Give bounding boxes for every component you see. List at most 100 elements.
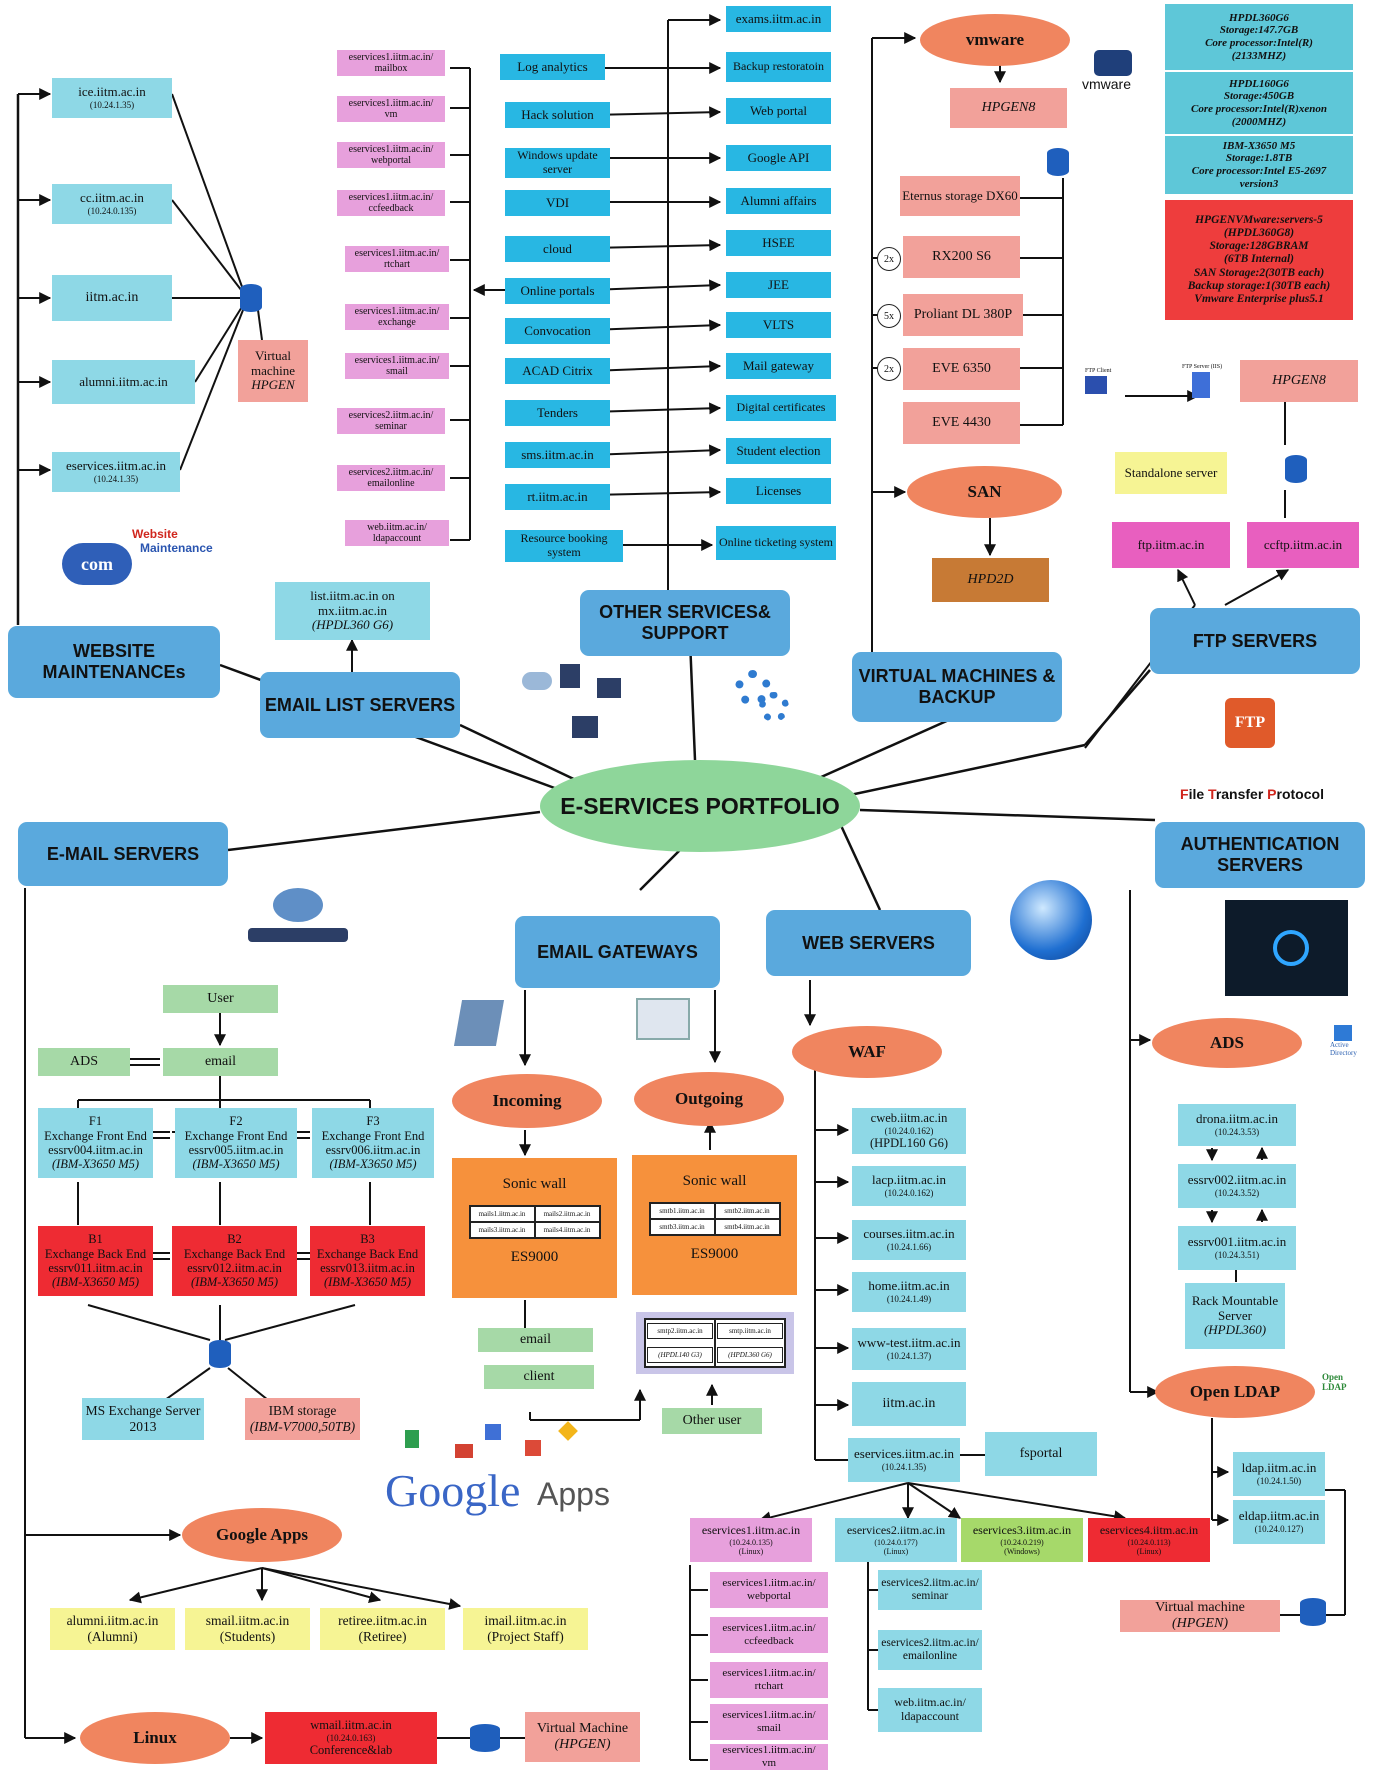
storage-eve4430: EVE 4430: [903, 402, 1020, 444]
category-other-services[interactable]: OTHER SERVICES& SUPPORT: [580, 590, 790, 656]
auth-essrv001: essrv001.iitm.ac.in(10.24.3.51): [1178, 1226, 1296, 1270]
count-badge-rx200: 2x: [877, 247, 901, 271]
globe-icon: com: [62, 543, 132, 585]
pink-service-5: eservices1.iitm.ac.in/rtchart: [345, 246, 449, 272]
vm-storage-icon: [1047, 148, 1069, 176]
pink-service-9: eservices2.iitm.ac.in/emailonline: [337, 465, 445, 491]
vm-hpgen8: HPGEN8: [950, 88, 1067, 128]
san-node: SAN: [907, 466, 1062, 518]
website-maintenance-logo: com Website Maintenance: [62, 525, 222, 597]
gears-icon: [725, 662, 795, 734]
logo-text-website: Website: [132, 527, 178, 541]
ftp-hpgen8: HPGEN8: [1240, 360, 1358, 402]
web-fsportal: fsportal: [985, 1432, 1097, 1476]
auth-eldap: eldap.iitm.ac.in(10.24.0.127): [1233, 1500, 1325, 1544]
gateway-other-user: Other user: [662, 1408, 762, 1434]
category-web-servers[interactable]: WEB SERVERS: [766, 910, 971, 976]
network-globe-icon: [248, 888, 348, 946]
ibm-storage: IBM storage(IBM-V7000,50TB): [245, 1398, 360, 1440]
outgoing-node: Outgoing: [634, 1072, 784, 1126]
category-vm-backup[interactable]: VIRTUAL MACHINES & BACKUP: [852, 652, 1062, 722]
exchange-email: email: [163, 1048, 278, 1076]
google-logo-text: Google: [385, 1465, 521, 1516]
category-authentication-servers[interactable]: AUTHENTICATION SERVERS: [1155, 822, 1365, 888]
eservices3-node: eservices3.iitm.ac.in(10.24.0.219)(Windo…: [961, 1518, 1083, 1562]
ftp-standalone-server: Standalone server: [1115, 452, 1227, 494]
count-badge-eve6350: 2x: [877, 357, 901, 381]
category-website-maintenance[interactable]: WEBSITE MAINTENANCEs: [8, 626, 220, 698]
pink-service-8: eservices2.iitm.ac.in/seminar: [337, 408, 445, 434]
web-globe-icon: [1010, 880, 1092, 960]
service-alumni-affairs: Alumni affairs: [726, 188, 831, 214]
es2-emailonline: eservices2.iitm.ac.in/emailonline: [878, 1630, 982, 1670]
hpd2d-node: HPD2D: [932, 558, 1049, 602]
storage-proliant: Proliant DL 380P: [903, 294, 1023, 336]
ftp-client-label: FTP Client: [1085, 368, 1112, 374]
web-site-www-test: www-test.iitm.ac.in(10.24.1.37): [852, 1328, 966, 1370]
auth-essrv002: essrv002.iitm.ac.in(10.24.3.52): [1178, 1164, 1296, 1208]
gateway-client: client: [484, 1365, 594, 1389]
ftp-logo: FTP: [1205, 690, 1295, 768]
vmware-logo: vmware: [1082, 50, 1132, 92]
category-email-gateways[interactable]: EMAIL GATEWAYS: [515, 916, 720, 988]
service-vlts: VLTS: [726, 312, 831, 338]
pink-service-3: eservices1.iitm.ac.in/webportal: [337, 142, 445, 168]
es1-rtchart: eservices1.iitm.ac.in/rtchart: [710, 1662, 828, 1698]
google-domain-alumni: alumni.iitm.ac.in(Alumni): [50, 1608, 175, 1650]
es1-webportal: eservices1.iitm.ac.in/webportal: [710, 1572, 828, 1608]
linux-vm: Virtual Machine(HPGEN): [525, 1712, 640, 1762]
service-online-ticketing: Online ticketing system: [716, 526, 836, 560]
open-ldap-logo-text: Open LDAP: [1322, 1372, 1347, 1392]
linux-wmail: wmail.iitm.ac.in(10.24.0.163)Conference&…: [265, 1712, 437, 1764]
category-email-servers[interactable]: E-MAIL SERVERS: [18, 822, 228, 886]
website-cc: cc.iitm.ac.in(10.24.0.135): [52, 184, 172, 224]
website-alumni: alumni.iitm.ac.in: [52, 360, 195, 404]
service-cloud: cloud: [505, 236, 610, 262]
hw-spec-hpgen-vmware: HPGENVMware:servers-5(HPDL360G8)Storage:…: [1165, 200, 1353, 320]
website-iitm: iitm.ac.in: [52, 275, 172, 321]
active-directory-text: Active Directory: [1330, 1041, 1357, 1057]
database-icon: [240, 284, 262, 312]
waf-node: WAF: [792, 1026, 942, 1078]
web-site-home: home.iitm.ac.in(10.24.1.49): [852, 1272, 966, 1312]
count-badge-proliant: 5x: [877, 304, 901, 328]
es1-smail: eservices1.iitm.ac.in/smail: [710, 1704, 828, 1740]
incoming-node: Incoming: [452, 1074, 602, 1128]
security-lock-icon: [1225, 900, 1348, 996]
service-log-analytics: Log analytics: [500, 54, 605, 80]
web-eservices: eservices.iitm.ac.in(10.24.1.35): [848, 1438, 960, 1482]
ftp-server-icon: FTP Server (IIS): [1182, 364, 1232, 408]
es2-seminar: eservices2.iitm.ac.in/seminar: [878, 1570, 982, 1610]
auth-ads-node: ADS: [1152, 1018, 1302, 1068]
web-site-cweb: cweb.iitm.ac.in(10.24.0.162)(HPDL160 G6): [852, 1108, 966, 1154]
ms-exchange-server: MS Exchange Server 2013: [82, 1398, 204, 1440]
web-site-iitm: iitm.ac.in: [852, 1382, 966, 1426]
auth-drona: drona.iitm.ac.in(10.24.3.53): [1178, 1104, 1296, 1146]
service-rt: rt.iitm.ac.in: [505, 484, 610, 510]
ftp-server-ftp: ftp.iitm.ac.in: [1112, 522, 1230, 568]
service-licenses: Licenses: [726, 478, 831, 504]
outgoing-mail-icon: [636, 998, 690, 1040]
service-resource-booking: Resource booking system: [505, 530, 623, 562]
service-digital-certificates: Digital certificates: [726, 395, 836, 421]
linux-storage-icon: [470, 1724, 500, 1752]
google-domain-imail: imail.iitm.ac.in(Project Staff): [463, 1608, 588, 1650]
category-ftp-servers[interactable]: FTP SERVERS: [1150, 608, 1360, 674]
google-domain-smail: smail.iitm.ac.in(Students): [185, 1608, 310, 1650]
google-apps-node: Google Apps: [182, 1508, 342, 1562]
category-email-list-servers[interactable]: EMAIL LIST SERVERS: [260, 672, 460, 738]
service-sms: sms.iitm.ac.in: [505, 442, 610, 468]
ftp-storage-icon: [1285, 455, 1307, 483]
service-student-election: Student election: [726, 438, 831, 464]
service-exams: exams.iitm.ac.in: [726, 6, 831, 32]
